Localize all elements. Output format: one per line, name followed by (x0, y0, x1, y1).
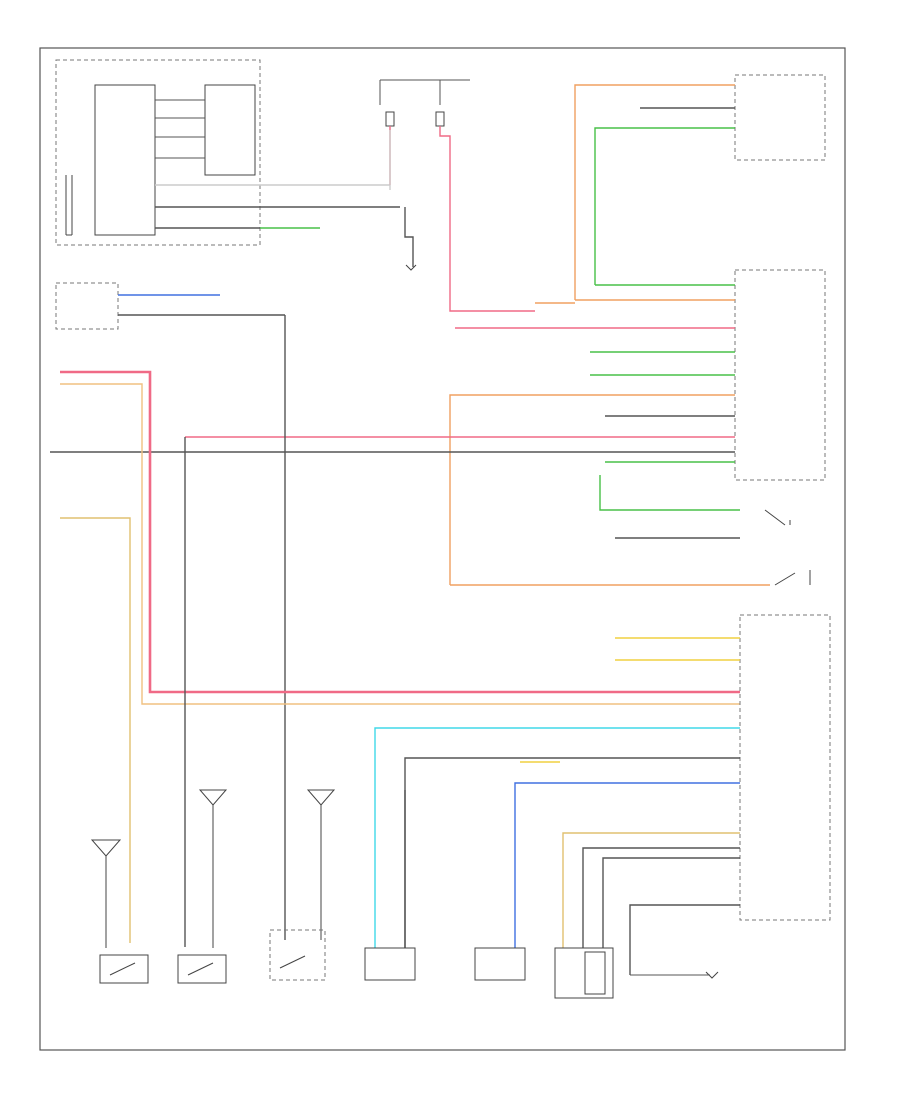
bottom-components (90, 789, 719, 999)
top-left-module (55, 59, 417, 271)
top-right-ecm (574, 74, 826, 300)
left-feeds (55, 282, 740, 947)
diagram-border (39, 47, 846, 1051)
body-control-module (50, 269, 826, 585)
top-center-fuses (379, 79, 535, 312)
right-switches (450, 509, 811, 586)
lower-control-module (374, 614, 831, 975)
